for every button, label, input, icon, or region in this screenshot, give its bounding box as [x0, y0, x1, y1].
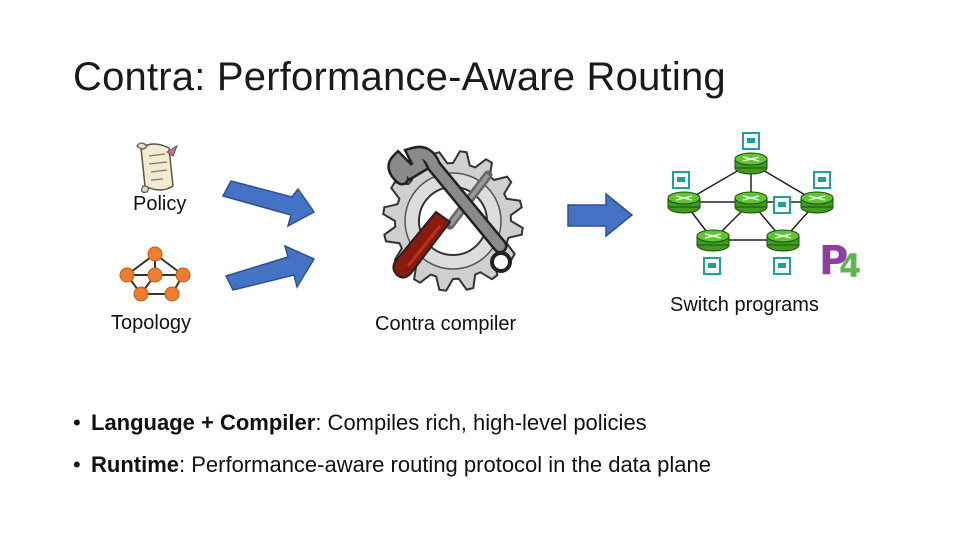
bullet-text: : Performance-aware routing protocol in … — [179, 452, 711, 477]
switch-node-icon — [734, 191, 768, 214]
bullet-text: : Compiles rich, high-level policies — [315, 410, 647, 435]
bullet-term: Runtime — [91, 452, 179, 477]
switch-programs-label: Switch programs — [670, 294, 819, 316]
host-icon — [773, 196, 791, 214]
bullet-item: •Runtime: Performance-aware routing prot… — [73, 452, 711, 477]
svg-text:P: P — [819, 238, 848, 284]
svg-text:4: 4 — [839, 247, 861, 285]
topology-label: Topology — [111, 312, 192, 334]
host-icon — [813, 171, 831, 189]
switch-node-icon — [734, 152, 768, 175]
host-icon — [703, 257, 721, 275]
switch-node-icon — [667, 191, 701, 214]
slide-title: Contra: Performance-Aware Routing — [73, 55, 726, 99]
bullet-list: •Language + Compiler: Compiles rich, hig… — [73, 402, 711, 486]
bullet-term: Language + Compiler — [91, 410, 316, 435]
compiler-label: Contra compiler — [375, 313, 517, 335]
switch-node-icon — [766, 229, 800, 252]
host-icon — [672, 171, 690, 189]
switch-node-icon — [696, 229, 730, 252]
bullet-item: •Language + Compiler: Compiles rich, hig… — [73, 410, 647, 435]
host-icon — [773, 257, 791, 275]
policy-label: Policy — [133, 193, 187, 215]
switch-node-icon — [800, 191, 834, 214]
host-icon — [742, 132, 760, 150]
